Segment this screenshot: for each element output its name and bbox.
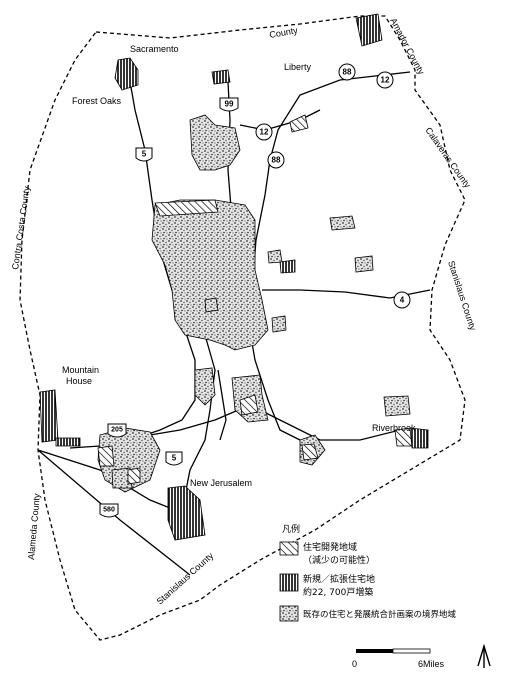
highway-shield-12-a: 12	[255, 123, 273, 141]
legend-item1-line2: （減少の可能性）	[303, 554, 375, 566]
legend-item1-line1: 住宅開発地域	[303, 541, 357, 553]
highway-shield-5-north: 5	[135, 147, 153, 162]
scale-bar: 0 6Miles	[352, 648, 445, 669]
place-labels: Sacramento Forest Oaks Liberty Mountain …	[62, 44, 416, 488]
label-new-jerusalem: New Jerusalem	[190, 478, 252, 488]
svg-text:12: 12	[381, 76, 390, 85]
existing-areas	[97, 114, 411, 493]
legend: 凡例 住宅開発地域 （減少の可能性） 新規／拡張住宅地 約22, 700戸増築 …	[279, 523, 457, 622]
legend-swatch-development	[279, 541, 299, 556]
legend-swatch-existing	[279, 605, 299, 622]
label-county-north: County	[269, 25, 299, 40]
svg-text:5: 5	[142, 150, 147, 159]
label-liberty: Liberty	[284, 62, 312, 72]
svg-text:88: 88	[343, 68, 352, 77]
svg-text:88: 88	[272, 156, 281, 165]
highway-shield-5-south: 5	[165, 451, 183, 466]
label-amador-county: Amador County	[388, 16, 426, 76]
highway-shield-12-b: 12	[376, 71, 394, 89]
county-boundary	[19, 15, 466, 641]
svg-text:99: 99	[225, 100, 234, 109]
label-sacramento: Sacramento	[130, 44, 179, 54]
legend-item3-line1: 既存の住宅と発展統合計画案の境界地域	[303, 609, 457, 620]
highway-shield-88-north: 88	[338, 63, 356, 81]
svg-text:4: 4	[400, 296, 405, 305]
development-areas	[97, 114, 415, 485]
highway-shield-99: 99	[219, 97, 239, 112]
svg-text:12: 12	[260, 128, 269, 137]
svg-text:580: 580	[103, 507, 115, 514]
label-mountain-house-2: House	[66, 376, 92, 386]
label-riverbrook: Riverbrook	[372, 423, 416, 433]
label-contra-costa-county: Contra Costa County	[10, 185, 32, 270]
label-alameda-county: Alameda County	[26, 493, 42, 561]
highway-shield-205: 205	[107, 423, 127, 438]
label-forest-oaks: Forest Oaks	[72, 96, 122, 106]
north-arrow-icon	[477, 643, 491, 668]
svg-text:5: 5	[172, 454, 177, 463]
label-calaveras-county: Calaveras County	[423, 125, 473, 190]
svg-text:205: 205	[111, 427, 123, 434]
highway-shield-88-south: 88	[267, 151, 285, 169]
label-mountain-house-1: Mountain	[62, 365, 99, 375]
new-housing-areas	[39, 13, 429, 541]
scale-end: 6Miles	[418, 659, 445, 669]
legend-item2-line1: 新規／拡張住宅地	[303, 573, 375, 585]
legend-title: 凡例	[282, 523, 300, 535]
scale-zero: 0	[352, 659, 357, 669]
label-stanislaus-county-east: Stanislaus County	[446, 260, 478, 333]
highway-shield-580: 580	[99, 503, 119, 518]
legend-item2-line2: 約22, 700戸増築	[303, 586, 373, 598]
highway-shields: 99 5 12 12 88 88 4 205	[99, 63, 411, 518]
label-stanislaus-county-south: Stanislaus County	[155, 550, 216, 606]
highway-shield-4: 4	[393, 291, 411, 309]
legend-swatch-new-housing	[279, 573, 299, 592]
